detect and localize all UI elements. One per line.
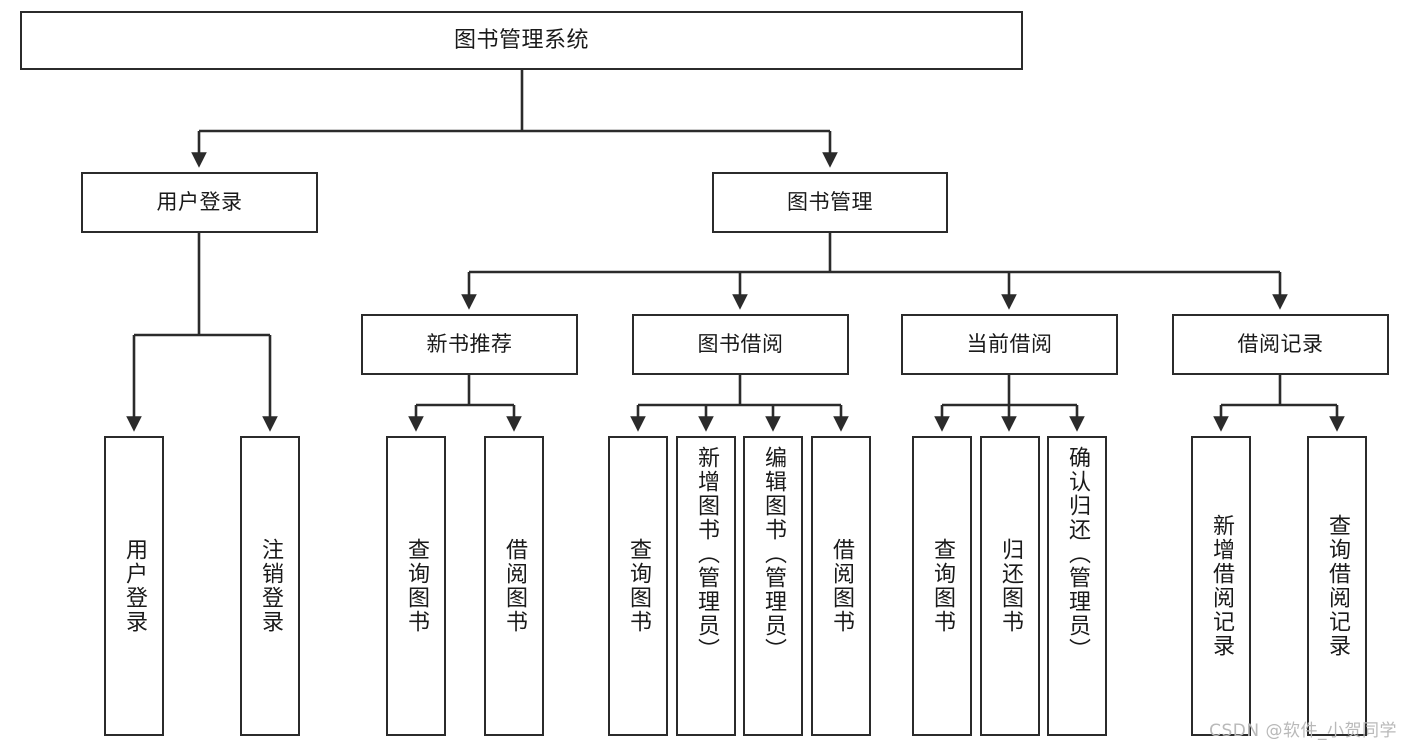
node-label: 编辑图书（管理员） [761, 446, 786, 662]
node-label: 新增图书（管理员） [694, 446, 719, 662]
node-label: 借阅图书 [502, 538, 527, 634]
leaf-current-borrow-query-book[interactable]: 查询图书 [912, 436, 972, 736]
node-current-borrow[interactable]: 当前借阅 [901, 314, 1118, 375]
node-user-login[interactable]: 用户登录 [81, 172, 318, 233]
leaf-user-login-logout[interactable]: 注销登录 [240, 436, 300, 736]
leaf-book-borrow-edit-book-admin[interactable]: 编辑图书（管理员） [743, 436, 803, 736]
node-label: 新书推荐 [426, 332, 513, 357]
leaf-book-borrow-borrow-book[interactable]: 借阅图书 [811, 436, 871, 736]
node-label: 查询图书 [626, 538, 651, 634]
node-label: 确认归还（管理员） [1065, 446, 1090, 662]
node-label: 当前借阅 [966, 332, 1053, 357]
node-book-management[interactable]: 图书管理 [712, 172, 948, 233]
leaf-borrow-record-add-record[interactable]: 新增借阅记录 [1191, 436, 1251, 736]
node-label: 用户登录 [156, 190, 243, 215]
leaf-book-borrow-query-book[interactable]: 查询图书 [608, 436, 668, 736]
leaf-current-borrow-return-book[interactable]: 归还图书 [980, 436, 1040, 736]
node-label: 查询借阅记录 [1325, 514, 1350, 658]
node-label: 图书管理系统 [453, 27, 589, 53]
node-label: 图书借阅 [697, 332, 784, 357]
node-book-borrow[interactable]: 图书借阅 [632, 314, 849, 375]
node-label: 查询图书 [404, 538, 429, 634]
node-label: 查询图书 [930, 538, 955, 634]
node-label: 借阅记录 [1237, 332, 1324, 357]
leaf-book-borrow-add-book-admin[interactable]: 新增图书（管理员） [676, 436, 736, 736]
node-new-book-recommend[interactable]: 新书推荐 [361, 314, 578, 375]
leaf-borrow-record-query-record[interactable]: 查询借阅记录 [1307, 436, 1367, 736]
node-label: 新增借阅记录 [1209, 514, 1234, 658]
node-label: 图书管理 [787, 190, 873, 215]
leaf-current-borrow-confirm-return-admin[interactable]: 确认归还（管理员） [1047, 436, 1107, 736]
leaf-user-login-login[interactable]: 用户登录 [104, 436, 164, 736]
leaf-new-book-borrow-book[interactable]: 借阅图书 [484, 436, 544, 736]
node-label: 借阅图书 [829, 538, 854, 634]
node-borrow-record[interactable]: 借阅记录 [1172, 314, 1389, 375]
node-root-book-management-system[interactable]: 图书管理系统 [20, 11, 1023, 70]
node-label: 归还图书 [998, 538, 1023, 634]
leaf-new-book-query-book[interactable]: 查询图书 [386, 436, 446, 736]
node-label: 注销登录 [258, 538, 283, 634]
node-label: 用户登录 [122, 538, 147, 634]
